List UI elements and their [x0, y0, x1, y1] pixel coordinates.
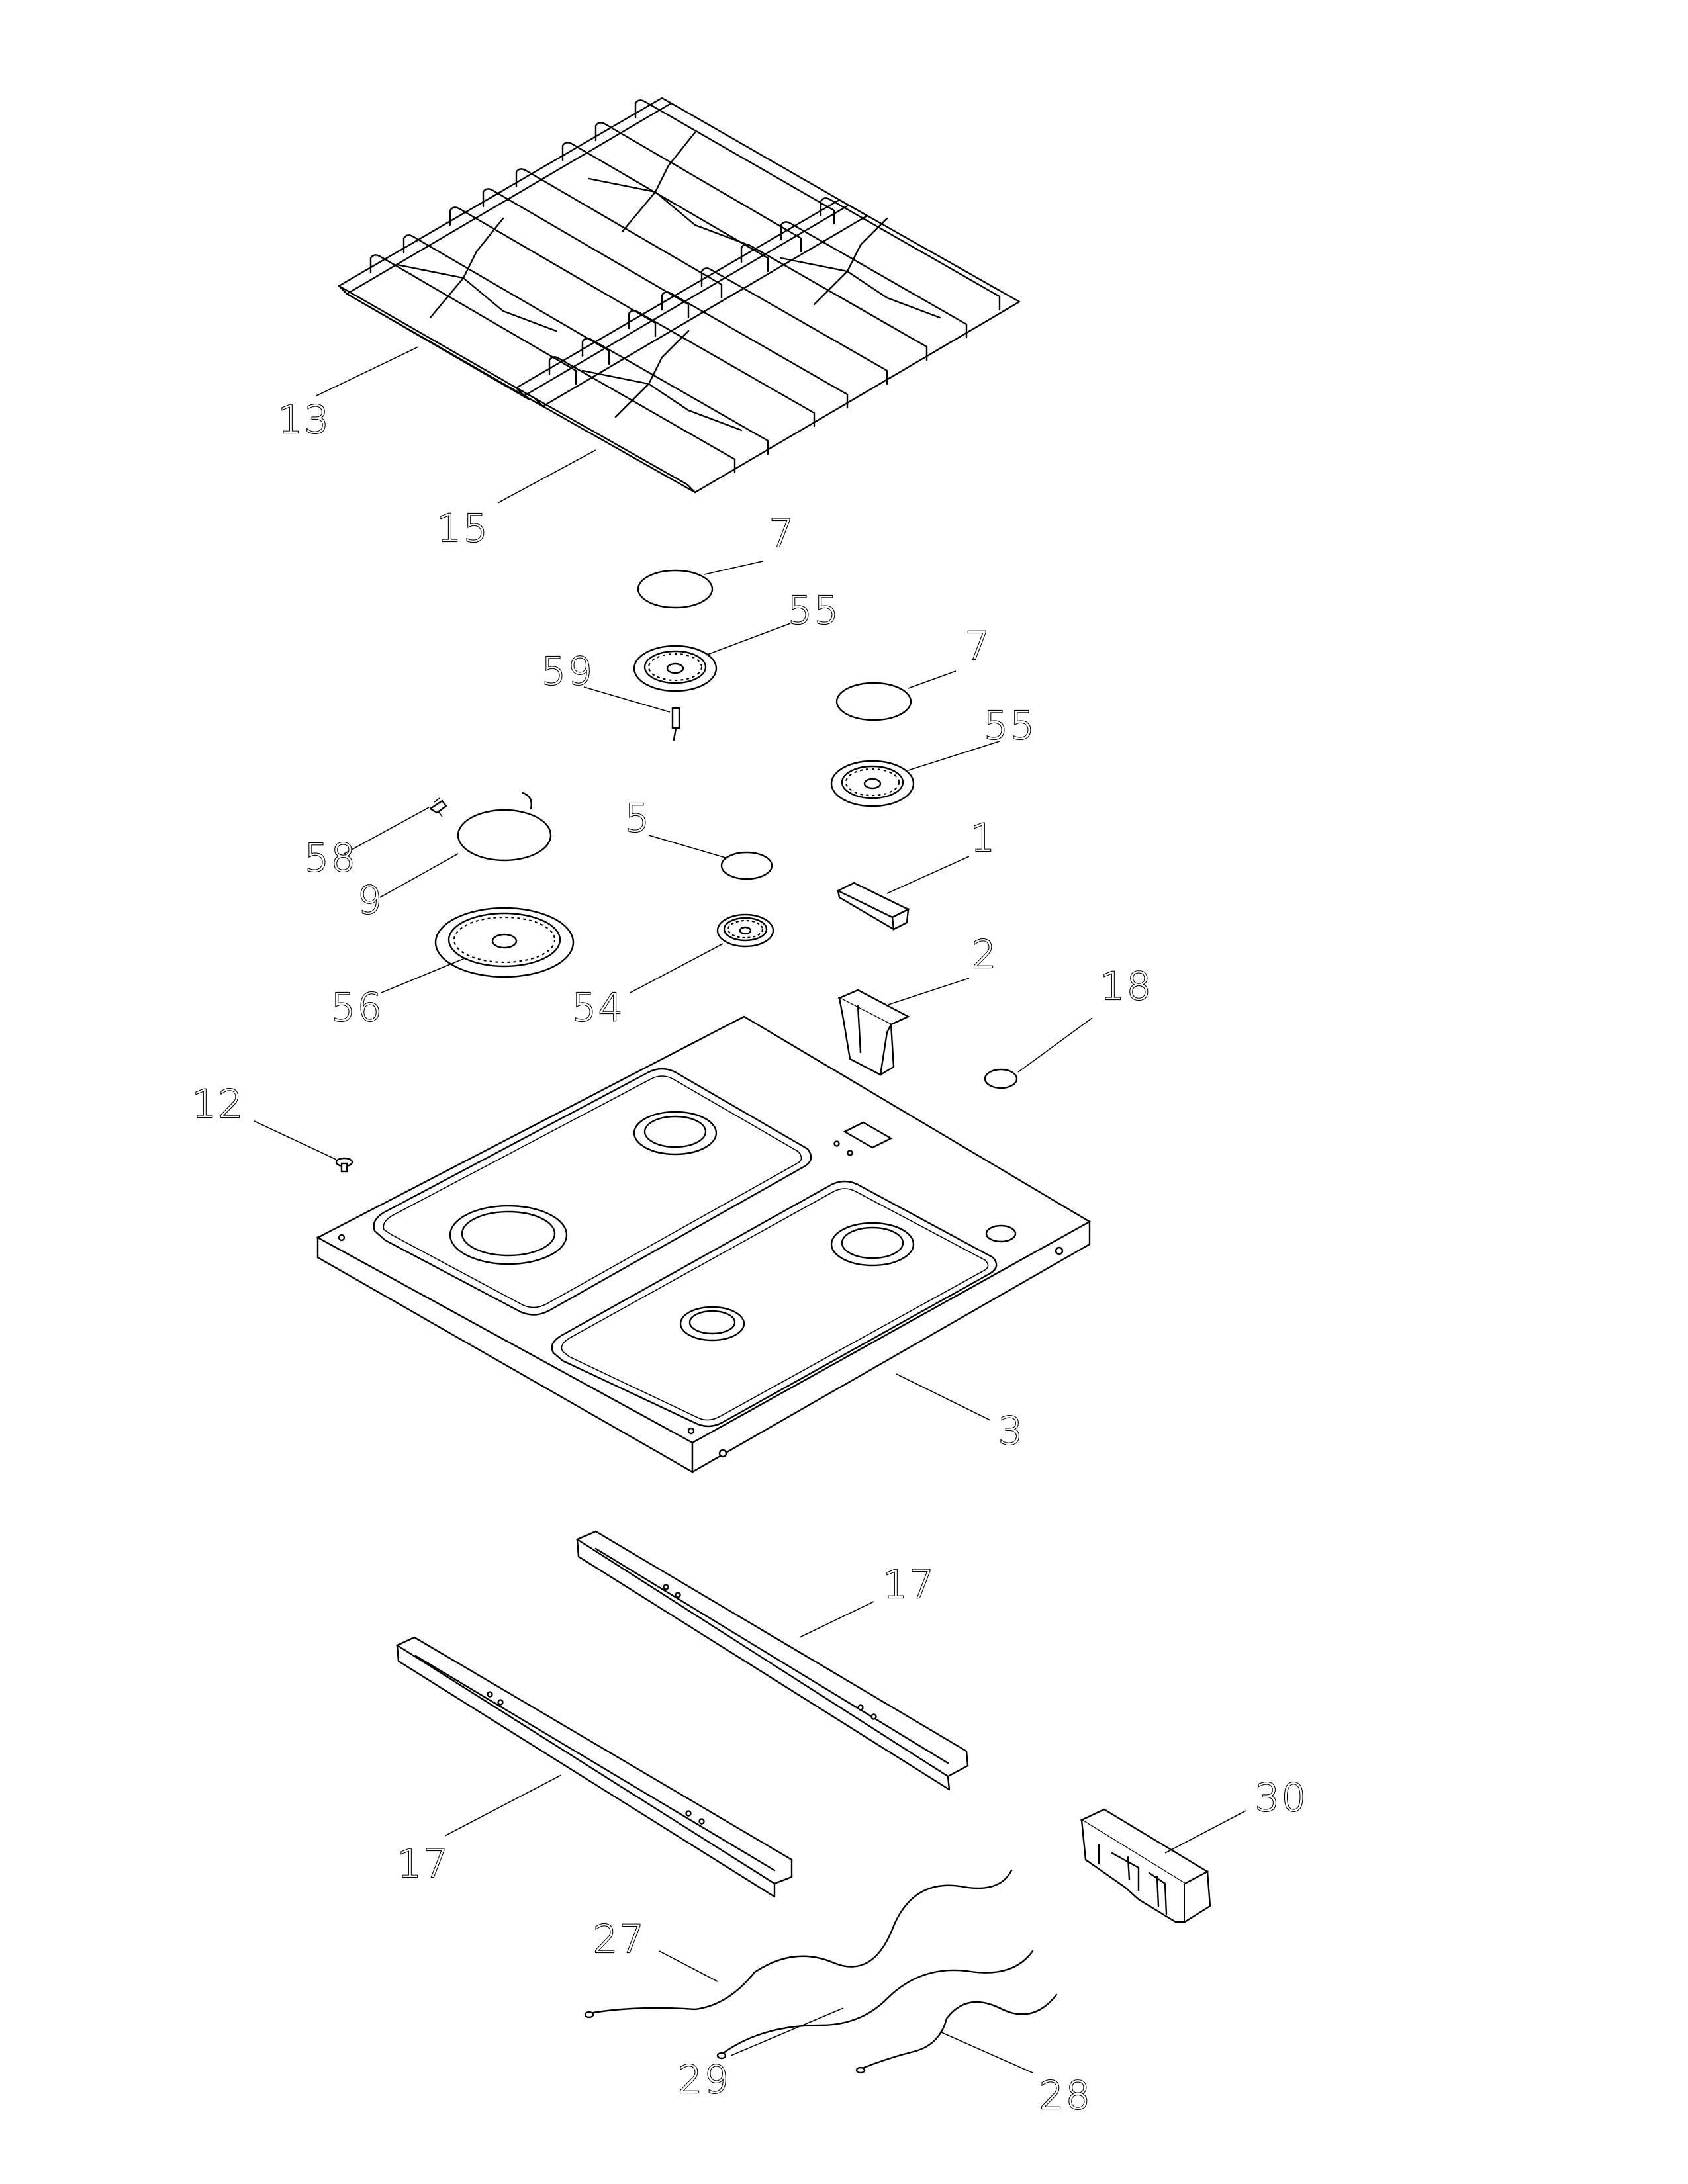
- label-3: 3: [998, 1408, 1025, 1453]
- part-28-wire[interactable]: [855, 1993, 1058, 2074]
- label-12: 12: [192, 1081, 245, 1126]
- label-15: 15: [437, 506, 490, 551]
- part-55-burner-head-right[interactable]: [830, 760, 915, 807]
- label-59: 59: [541, 649, 594, 694]
- label-2: 2: [972, 932, 998, 977]
- label-17-rear: 17: [883, 1562, 936, 1607]
- label-30: 30: [1255, 1775, 1308, 1820]
- label-18: 18: [1100, 964, 1153, 1009]
- part-12-screw[interactable]: [335, 1157, 353, 1173]
- part-18-plug[interactable]: [984, 1068, 1018, 1089]
- part-27-wire[interactable]: [584, 1869, 1013, 2019]
- part-3-cooktop[interactable]: [316, 1015, 1092, 1474]
- part-5-small-burner-cap[interactable]: [720, 851, 773, 880]
- label-7-top: 7: [769, 511, 796, 556]
- label-55-right: 55: [984, 703, 1037, 748]
- label-7-right: 7: [965, 623, 992, 668]
- part-labels: 13 15 7 55 59 7 55 58 5 1 9 2 18 56 54 1…: [191, 396, 1308, 2118]
- part-56-large-burner-head[interactable]: [434, 907, 575, 978]
- part-29-wire[interactable]: [716, 1950, 1034, 2060]
- part-58-clip[interactable]: [429, 797, 447, 817]
- label-17-front: 17: [397, 1841, 450, 1886]
- part-1-bracket[interactable]: [836, 882, 910, 931]
- label-56: 56: [331, 985, 384, 1030]
- part-30-connector-block[interactable]: [1080, 1808, 1211, 1923]
- part-2-bracket[interactable]: [837, 989, 910, 1076]
- part-59-igniter[interactable]: [671, 707, 680, 741]
- label-27: 27: [593, 1917, 646, 1962]
- label-5: 5: [625, 796, 651, 841]
- label-13: 13: [278, 397, 331, 442]
- part-55-burner-head-rear-left[interactable]: [633, 645, 718, 692]
- leader-lines: [254, 346, 1246, 2073]
- label-28: 28: [1039, 2073, 1092, 2118]
- part-17-front-rail[interactable]: [395, 1636, 793, 1898]
- part-17-rear-rail[interactable]: [575, 1530, 969, 1791]
- label-1: 1: [970, 815, 997, 860]
- label-55-top: 55: [788, 588, 841, 633]
- part-15-right-grate[interactable]: [515, 197, 1021, 494]
- part-54-small-burner-head[interactable]: [716, 913, 774, 948]
- label-9: 9: [357, 878, 384, 923]
- label-54: 54: [572, 985, 625, 1030]
- part-13-left-grate[interactable]: [338, 97, 868, 408]
- part-7-burner-cap-right[interactable]: [835, 682, 912, 721]
- label-58: 58: [305, 835, 357, 880]
- label-29: 29: [678, 2057, 731, 2102]
- part-7-burner-cap-rear-left[interactable]: [637, 569, 714, 609]
- part-9-large-burner-cap[interactable]: [457, 792, 552, 862]
